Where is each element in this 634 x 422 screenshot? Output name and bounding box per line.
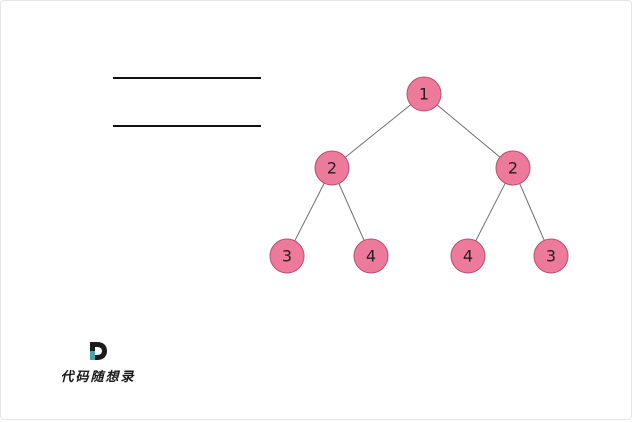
tree-nodes: 1 2 2 3 4 4 3 <box>269 76 569 274</box>
tree-node-circle <box>353 238 389 274</box>
tree-node-label: 3 <box>282 247 292 266</box>
tree-node-n2: 2 <box>314 150 350 186</box>
tree-node-circle <box>495 150 531 186</box>
tree-node-n1: 1 <box>406 76 442 112</box>
tree-node-label: 4 <box>366 247 376 266</box>
tree-node-n6: 4 <box>450 238 486 274</box>
tree-node-circle <box>269 238 305 274</box>
tree-node-circle <box>314 150 350 186</box>
tree-node-n7: 3 <box>533 238 569 274</box>
logo-d-icon <box>90 342 107 360</box>
tree-node-label: 3 <box>546 247 556 266</box>
tree-node-n3: 2 <box>495 150 531 186</box>
tree-node-label: 2 <box>327 159 337 178</box>
tree-node-circle <box>533 238 569 274</box>
logo: 代码随想录 <box>56 340 140 386</box>
tree-node-n5: 4 <box>353 238 389 274</box>
logo-text: 代码随想录 <box>60 370 136 385</box>
tree-node-label: 4 <box>463 247 473 266</box>
tree-node-n4: 3 <box>269 238 305 274</box>
blank-line-1 <box>113 77 261 79</box>
tree-node-label: 2 <box>508 159 518 178</box>
blank-line-2 <box>113 125 261 127</box>
tree-node-label: 1 <box>419 85 429 104</box>
tree-edge-n1-n3 <box>423 93 514 169</box>
tree-edge-n1-n2 <box>331 93 425 169</box>
tree-node-circle <box>406 76 442 112</box>
tree-node-circle <box>450 238 486 274</box>
